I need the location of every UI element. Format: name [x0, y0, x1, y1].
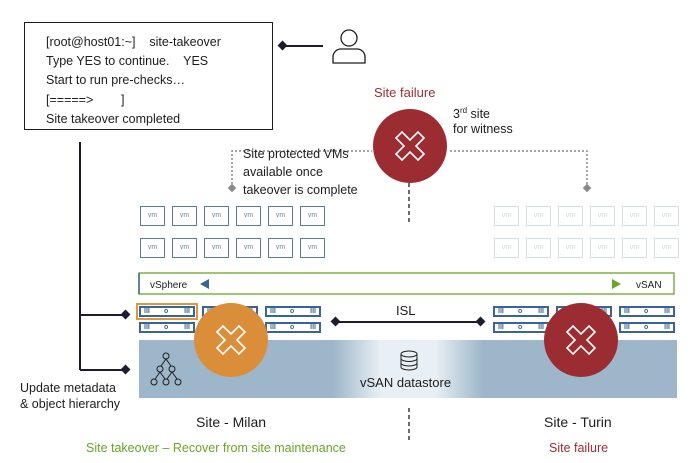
site-name-turin: Site - Turin — [544, 414, 612, 430]
vm-box: vm — [654, 238, 679, 258]
vm-box: vm — [268, 206, 293, 226]
vm-note-line3: takeover is complete — [243, 183, 358, 197]
arrow-left-icon — [200, 279, 209, 289]
vm-box: vm — [300, 238, 325, 258]
x-icon — [565, 324, 597, 356]
connector-diamond — [277, 40, 288, 51]
witness-label-line2: for witness — [453, 122, 513, 136]
vm-box: vm — [172, 206, 197, 226]
isl-label: ISL — [396, 303, 416, 318]
arrow-right-icon — [612, 279, 621, 289]
vm-box: vm — [622, 238, 647, 258]
vm-box: vm — [172, 238, 197, 258]
vm-box: vm — [590, 206, 615, 226]
database-icon — [400, 350, 418, 371]
vsphere-label: vSphere — [150, 280, 188, 291]
hierarchy-icon — [150, 352, 182, 386]
vm-box: vm — [590, 238, 615, 258]
vm-box: vm — [140, 206, 165, 226]
witness-failure-badge — [373, 109, 447, 183]
terminal-line: [=====> ] — [46, 92, 125, 107]
metadata-note-line2: & object hierarchy — [20, 397, 121, 411]
datastore-label: vSAN datastore — [360, 375, 452, 390]
vm-box: vm — [204, 238, 229, 258]
vm-box: vm — [654, 206, 679, 226]
vm-box: vm — [204, 206, 229, 226]
terminal-line: Site takeover completed — [46, 111, 181, 126]
x-icon — [394, 130, 426, 162]
metadata-note-line1: Update metadata — [20, 381, 116, 395]
x-icon — [215, 324, 247, 356]
vm-box: vm — [494, 238, 519, 258]
vm-box: vm — [268, 238, 293, 258]
terminal-box: [root@host01:~] site-takeover Type YES t… — [24, 22, 273, 130]
vm-box: vm — [622, 206, 647, 226]
vsan-label: vSAN — [636, 280, 662, 291]
terminal-line: Type YES to continue. YES — [46, 54, 209, 69]
turin-failure-badge — [544, 303, 618, 377]
milan-maintenance-badge — [194, 303, 268, 377]
witness-label-line1: 3rd site — [453, 106, 491, 122]
witness-status: Site failure — [374, 85, 436, 100]
vm-box: vm — [300, 206, 325, 226]
terminal-line: Start to run pre-checks… — [46, 73, 185, 88]
site-name-milan: Site - Milan — [196, 414, 267, 430]
vm-box: vm — [494, 206, 519, 226]
vm-box: vm — [558, 206, 583, 226]
vm-note-line1: Site protected VMs — [243, 147, 349, 161]
site-status-turin: Site failure — [549, 441, 609, 455]
site-status-milan: Site takeover – Recover from site mainte… — [86, 441, 346, 455]
vm-box: vm — [236, 206, 261, 226]
vm-box: vm — [558, 238, 583, 258]
vm-box: vm — [236, 238, 261, 258]
vm-note-line2: available once — [243, 165, 323, 179]
terminal-line: [root@host01:~] site-takeover — [46, 35, 221, 49]
vm-box: vm — [526, 206, 551, 226]
vm-box: vm — [526, 238, 551, 258]
vm-box: vm — [140, 238, 165, 258]
user-icon — [332, 29, 366, 64]
